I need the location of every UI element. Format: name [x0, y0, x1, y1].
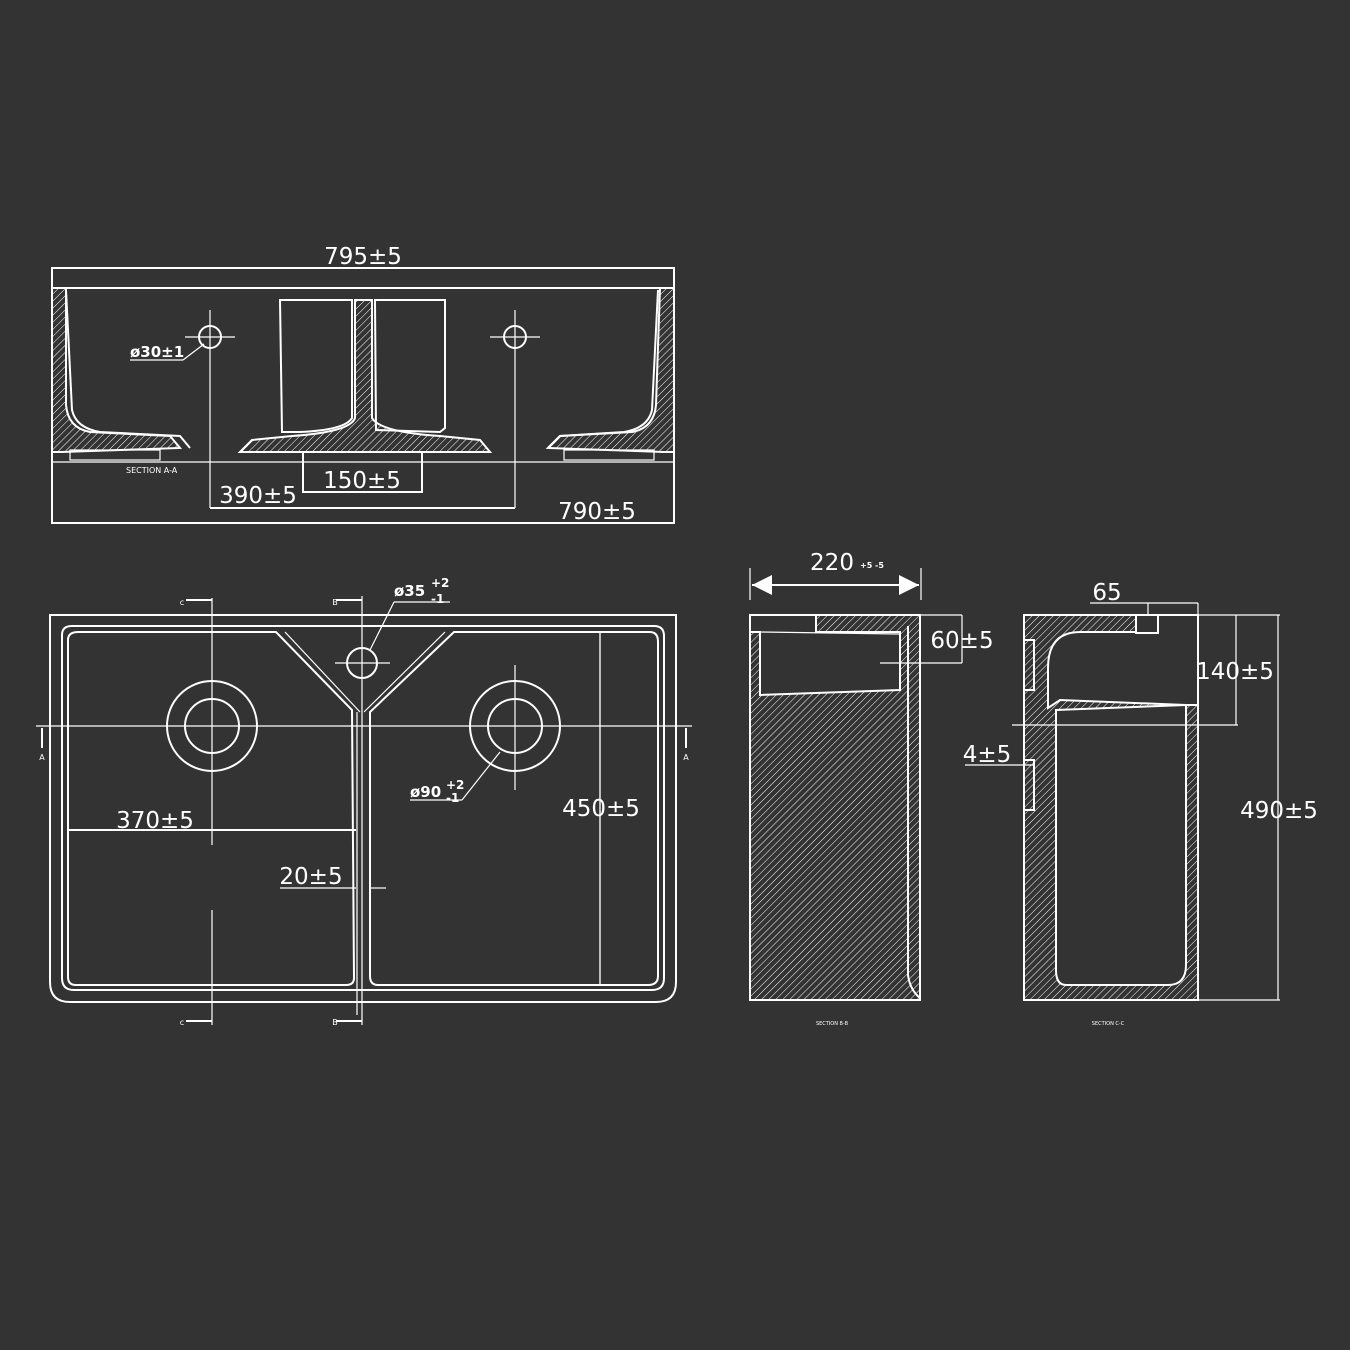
end-section-label: SECTION C-C [1092, 1021, 1125, 1027]
drain-leader [461, 751, 501, 801]
right-bowl-section [547, 289, 659, 449]
dim-inner-width: 790±5 [558, 499, 636, 525]
center-hole-leader [369, 601, 395, 651]
dim-150-box [302, 452, 423, 493]
side-cavity-top-edge [759, 631, 901, 635]
end-apron-step-2 [1024, 759, 1035, 811]
end-view-c: 65 140±5 4±5 490±5 SECTION C-C [963, 580, 1318, 1027]
dim-apron-offset: 65 [1092, 580, 1121, 606]
end-lower-cavity [1055, 703, 1187, 986]
end-rim-notch [1135, 614, 1159, 634]
dim-side-width-tol: +5 -5 [860, 561, 884, 570]
tap-hole-leader [182, 343, 205, 361]
dim-total-height: 490±5 [1240, 798, 1318, 824]
marker-b-top: B [332, 598, 338, 607]
plan-view: A A c B c B ø35 +2 -1 ø90 +2 -1 370±5 20… [36, 576, 692, 1027]
marker-a-right: A [683, 753, 689, 762]
dim-divider-width: 150±5 [323, 468, 401, 494]
left-wall-hatch [51, 287, 183, 453]
dim-center-hole: ø35 [394, 582, 425, 600]
dim-tap-hole-diameter: ø30±1 [130, 343, 184, 361]
dim-divider-gap: 20±5 [279, 864, 342, 890]
side-cavity [749, 614, 901, 697]
deck-v-right [363, 631, 446, 713]
side-inner-bowl [907, 626, 921, 999]
end-apron-step [1024, 639, 1035, 691]
foot-right [563, 449, 655, 461]
dim-drain-tol-minus: -1 [446, 791, 459, 805]
right-bowl-inner [373, 299, 446, 434]
marker-c-top: c [180, 598, 184, 607]
right-bowl-outline [369, 631, 659, 986]
dim-rim-height: 60±5 [930, 628, 993, 654]
marker-a-left: A [39, 753, 45, 762]
dim-side-width: 220 [810, 550, 854, 576]
dim-depth: 450±5 [562, 796, 640, 822]
dim-wall-step: 4±5 [963, 742, 1012, 768]
dim-drain-tol-plus: +2 [446, 778, 464, 792]
foot-left [69, 449, 161, 461]
section-a-view: 795±5 ø30±1 390±5 150±5 790±5 SECTION A-… [51, 244, 675, 525]
dim-bowl-width: 370±5 [116, 808, 194, 834]
rim-inner-outline [61, 625, 665, 991]
left-bowl-inner [278, 299, 353, 433]
right-wall-hatch [545, 287, 675, 453]
divider-hatch [237, 299, 493, 453]
marker-c-bottom: c [180, 1018, 184, 1027]
deck-v-left [284, 631, 361, 713]
left-bowl-outline [67, 631, 356, 986]
dim-center-hole-tol-minus: -1 [431, 592, 444, 606]
side-view-b: 220 +5 -5 60±5 SECTION B-B [749, 550, 994, 1027]
dim-drain: ø90 [410, 783, 441, 801]
sink-outer-outline [49, 614, 677, 1003]
dim-upper-height: 140±5 [1196, 659, 1274, 685]
side-body-hatch [749, 614, 921, 1001]
dim-tap-spacing: 390±5 [219, 483, 297, 509]
side-section-label: SECTION B-B [816, 1021, 849, 1027]
section-a-label: SECTION A-A [126, 466, 178, 475]
marker-b-bottom: B [332, 1018, 338, 1027]
dim-center-hole-tol-plus: +2 [431, 576, 449, 590]
dim-overall-width: 795±5 [324, 244, 402, 270]
left-bowl-section [65, 289, 191, 449]
